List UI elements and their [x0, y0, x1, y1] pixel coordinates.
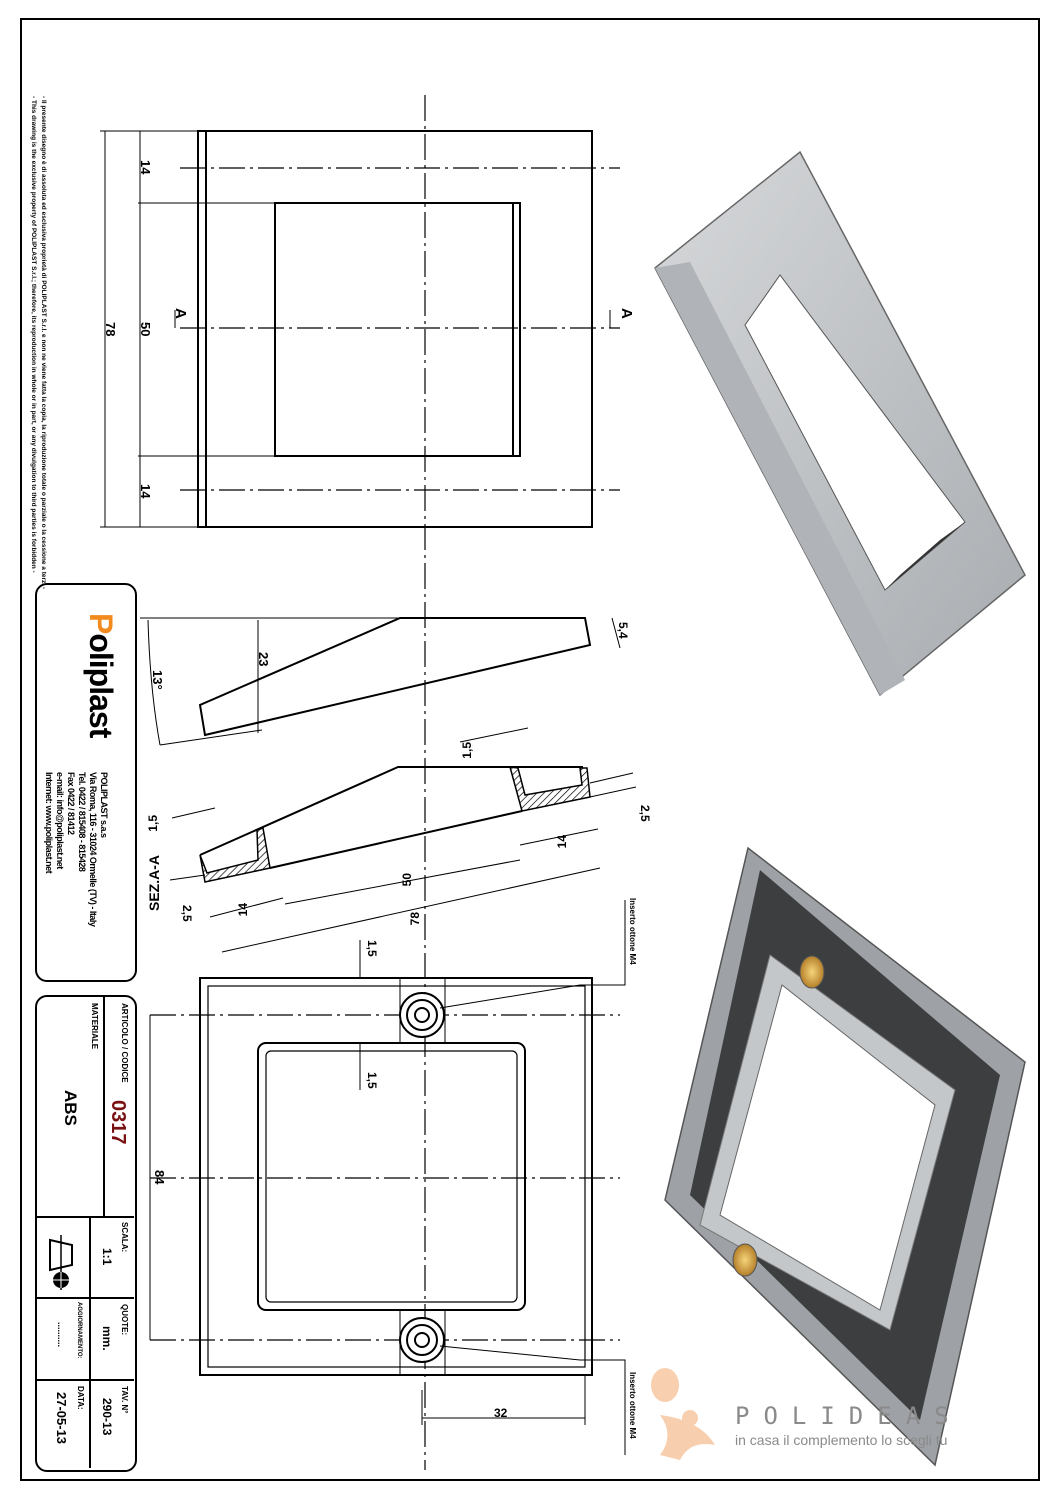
top-view [197, 130, 593, 528]
company-name: POLIPLAST s.a.s [99, 772, 109, 838]
dim-top-14b: 14 [138, 484, 153, 499]
update-label: AGGIORNAMENTO: [76, 1302, 82, 1359]
dim-top-50: 50 [138, 322, 153, 337]
sheet-label: TAV. N° [120, 1386, 129, 1414]
dim-side-angle: 13° [150, 670, 165, 690]
section-marker-right: A [618, 308, 635, 319]
dim-top-78: 78 [103, 322, 118, 337]
drawing-frame [20, 18, 1040, 1481]
dim-side-5-4: 5,4 [616, 622, 630, 639]
date-value: 27-05-13 [54, 1392, 69, 1445]
render-3d-top [654, 150, 1026, 697]
dim-bottom-1-5b: 1,5 [365, 1072, 379, 1089]
dim-sec-14a: 14 [236, 903, 250, 917]
scale-value: 1:1 [100, 1248, 114, 1266]
top-view-dimensions [100, 130, 611, 528]
company-address: Via Roma, 116 - 31024 Ormelle (TV) - Ita… [88, 772, 98, 927]
company-box: Poliplast POLIPLAST s.a.s Via Roma, 116 … [35, 583, 137, 982]
dim-side-23: 23 [256, 652, 271, 667]
material-label: MATERIALE [90, 1003, 99, 1050]
company-tel: Tel. 0422 / 815408 - 815428 [77, 772, 87, 872]
dim-top-14a: 14 [138, 160, 153, 175]
units-label: QUOTE: [120, 1304, 129, 1336]
watermark-brand: POLIDEAS [735, 1402, 963, 1430]
insert-label-top: Inserto ottone M4 [628, 898, 637, 965]
article-label: ARTICOLO / CODICE [120, 1003, 129, 1083]
dim-sec-1-5a: 1,5 [146, 815, 160, 832]
dim-bottom-1-5a: 1,5 [365, 940, 379, 957]
sheet-value: 290-13 [100, 1398, 114, 1436]
projection-symbol-icon [49, 1235, 73, 1290]
title-block [35, 995, 137, 1472]
section-marker-left: A [172, 308, 189, 319]
company-logo: Poliplast [83, 613, 119, 738]
company-email: e-mail: info@poliplast.net [55, 772, 65, 869]
watermark-logo-icon [651, 1368, 715, 1460]
render-3d-bottom [664, 846, 1026, 1467]
disclaimer-it: - Il presente disegno è di assoluta ed e… [40, 96, 47, 590]
bottom-view [199, 977, 593, 1376]
center-lines [150, 95, 620, 1470]
dim-sec-1-5b: 1,5 [460, 742, 474, 759]
article-value: 0317 [107, 1100, 129, 1145]
dim-bottom-84: 84 [152, 1170, 167, 1185]
dim-sec-2-5b: 2,5 [638, 805, 652, 822]
disclaimer-en: - This drawing is the exclusive property… [30, 96, 37, 573]
update-value: .......... [56, 1322, 66, 1348]
section-view [169, 727, 637, 953]
scale-label: SCALA: [120, 1222, 129, 1253]
insert-label-bottom: Inserto ottone M4 [628, 1372, 637, 1439]
dim-sec-14b: 14 [555, 835, 569, 849]
material-value: ABS [61, 1090, 80, 1126]
watermark: POLIDEAS in casa il complemento lo scegl… [735, 1402, 963, 1448]
dim-bottom-32: 32 [494, 1406, 508, 1420]
side-view [140, 617, 621, 746]
section-title: SEZ.A-A [146, 855, 162, 911]
bottom-view-dimensions [149, 900, 626, 1455]
dim-sec-78: 78 [408, 912, 422, 926]
company-fax: Fax 0422 / 81412 [66, 772, 76, 835]
insert-holes [399, 992, 445, 1363]
company-info: POLIPLAST s.a.s Via Roma, 116 - 31024 Or… [43, 772, 109, 926]
date-label: DATA: [76, 1386, 85, 1410]
dim-sec-2-5a: 2,5 [180, 905, 194, 922]
watermark-tagline: in casa il complemento lo scegli tu [735, 1432, 948, 1448]
dim-sec-50: 50 [400, 873, 414, 887]
company-internet: Internet: www.poliplast.net [44, 772, 54, 874]
units-value: mm. [100, 1326, 114, 1351]
